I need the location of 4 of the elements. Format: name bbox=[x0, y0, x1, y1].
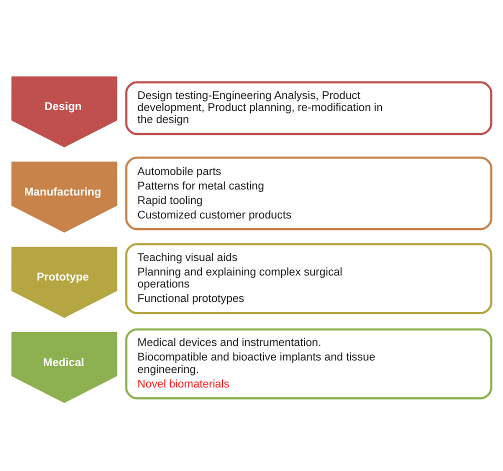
node-box: Teaching visual aids Planning and explaining complex surgical operations Functional prototypes bbox=[125, 242, 492, 314]
node-box: Medical devices and instrumentation. Biocompatible and bioactive implants and tissue engineering. Novel biomaterials bbox=[125, 328, 492, 399]
node-box: Design testing-Engineering Analysis, Product development, Product planning, re-modification in the design bbox=[125, 80, 492, 135]
node-box: Automobile parts Patterns for metal casting Rapid tooling Customized customer products bbox=[125, 156, 492, 230]
